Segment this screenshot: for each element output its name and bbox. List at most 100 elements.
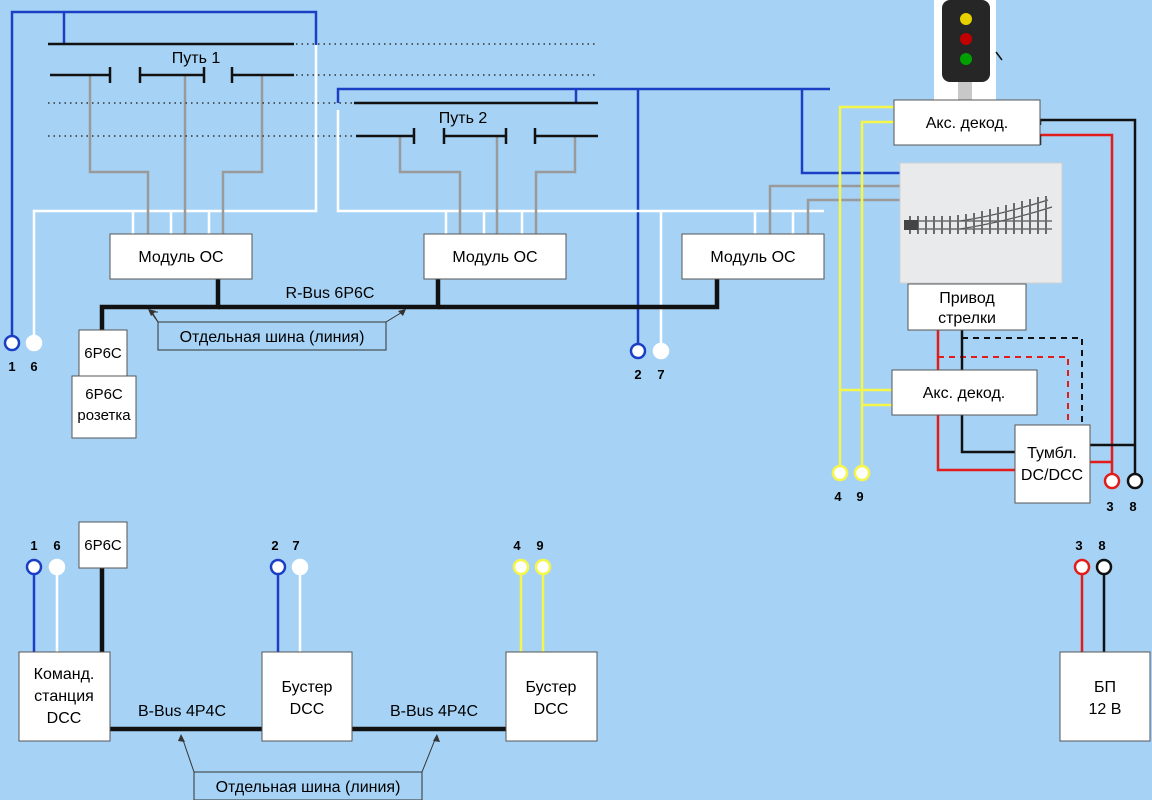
terminal-label: 2 — [271, 538, 278, 553]
terminal-label: 6 — [30, 359, 37, 374]
grey-wire — [534, 136, 577, 234]
module-oc-label: Модуль ОС — [138, 249, 223, 266]
blue-wire-track2 — [336, 87, 830, 103]
booster-line1: Бустер — [526, 679, 577, 696]
terminal-labels-top: 1 6 2 7 4 9 3 8 — [8, 359, 1136, 514]
separate-bus-box — [193, 771, 423, 800]
command-station: Команд. станция DCC — [18, 651, 111, 742]
jack-label: 6P6C — [84, 537, 122, 554]
terminal-8-bottom — [1095, 558, 1113, 576]
terminal-label: 9 — [856, 489, 863, 504]
terminal-4-top — [831, 464, 849, 482]
module-oc-2: Модуль ОС — [423, 233, 567, 280]
booster-1: Бустер DCC — [261, 651, 353, 742]
toggle-line1: Тумбл. — [1027, 445, 1077, 462]
power-supply-line2: 12 В — [1089, 701, 1122, 718]
bbus — [99, 567, 506, 732]
jack-label: 6P6C — [84, 345, 122, 362]
terminal-1-top — [3, 334, 21, 352]
blue-wires — [10, 10, 900, 652]
terminals-bottom — [25, 558, 1113, 576]
terminal-8-top — [1126, 472, 1144, 490]
grey-wire — [398, 136, 462, 234]
rbus-label: R-Bus 6P6C — [286, 285, 375, 302]
bbus-label-1: B-Bus 4P4C — [138, 703, 226, 720]
terminal-label: 8 — [1129, 499, 1136, 514]
terminal-7-bottom — [291, 558, 309, 576]
signal-pole — [958, 80, 972, 102]
terminal-label: 9 — [536, 538, 543, 553]
black-dashed-wires — [962, 337, 1083, 425]
acc-decoder-bottom: Акс. декод. — [891, 369, 1038, 416]
bbus-label-2: B-Bus 4P4C — [390, 703, 478, 720]
toggle-line2: DC/DCC — [1021, 467, 1083, 484]
terminal-2-bottom — [269, 558, 287, 576]
track1-label: Путь 1 — [172, 50, 221, 67]
booster-line2: DCC — [534, 701, 569, 718]
terminal-3-top — [1103, 472, 1121, 490]
toggle-dc-dcc: Тумбл. DC/DCC — [1014, 424, 1091, 504]
black-wire — [1040, 118, 1137, 473]
terminal-label: 3 — [1075, 538, 1082, 553]
blue-wire-turnout — [800, 89, 900, 175]
grey-wire — [221, 75, 264, 234]
socket-label-line2: розетка — [77, 407, 131, 424]
module-oc-label: Модуль ОС — [452, 249, 537, 266]
terminal-label: 4 — [834, 489, 842, 504]
callout-arrow — [433, 734, 440, 742]
power-supply-line1: БП — [1094, 679, 1116, 696]
command-station-line1: Команд. — [34, 666, 95, 683]
terminal-3-bottom — [1073, 558, 1091, 576]
socket-6p6c: 6P6C розетка — [71, 375, 137, 439]
terminal-label: 1 — [8, 359, 15, 374]
switch-drive-line2: стрелки — [938, 310, 996, 327]
callout-arrow — [398, 309, 406, 316]
terminal-9-bottom — [534, 558, 552, 576]
terminal-9-top — [853, 464, 871, 482]
white-wire-mid — [336, 110, 824, 213]
grey-wire — [768, 184, 900, 234]
terminal-labels-bottom: 1 6 2 7 4 9 3 8 — [30, 538, 1105, 553]
command-station-line2: станция — [34, 688, 94, 705]
terminal-label: 7 — [657, 367, 664, 382]
turnout-image — [899, 162, 1063, 284]
yellow-wires — [519, 105, 894, 652]
module-oc-1: Модуль ОС — [109, 233, 253, 280]
terminal-2-top — [629, 342, 647, 360]
separate-bus-label: Отдельная шина (линия) — [180, 329, 365, 346]
rbus-line — [99, 279, 221, 330]
terminal-4-bottom — [512, 558, 530, 576]
callout-line — [421, 736, 437, 773]
acc-decoder-label: Акс. декод. — [926, 115, 1008, 132]
switch-drive: Привод стрелки — [907, 283, 1027, 331]
switch-drive-line1: Привод — [939, 290, 995, 307]
grey-wire — [88, 75, 150, 234]
grey-wires — [88, 75, 900, 234]
yellow-wire — [860, 120, 894, 465]
acc-decoder-label: Акс. декод. — [923, 385, 1005, 402]
terminal-label: 2 — [634, 367, 641, 382]
terminal-label: 7 — [292, 538, 299, 553]
black-dashed-wire — [962, 337, 1083, 425]
terminals-top — [3, 334, 1144, 490]
turnout-motor-stub — [904, 220, 918, 230]
rbus — [99, 279, 720, 330]
module-oc-label: Модуль ОС — [710, 249, 795, 266]
socket-label-line1: 6P6C — [85, 386, 123, 403]
command-station-line3: DCC — [47, 710, 82, 727]
signal-green-lamp — [960, 53, 972, 65]
booster-line1: Бустер — [282, 679, 333, 696]
blue-wire-track1 — [10, 10, 318, 336]
terminal-6-bottom — [48, 558, 66, 576]
module-oc-3: Модуль ОС — [681, 233, 825, 280]
terminal-label: 4 — [513, 538, 521, 553]
rbus-line — [438, 279, 720, 310]
separate-bus-callout-top: Отдельная шина (линия) — [148, 309, 406, 351]
terminal-label: 8 — [1098, 538, 1105, 553]
terminal-label: 6 — [53, 538, 60, 553]
terminal-6-top — [25, 334, 43, 352]
signal — [934, 0, 1003, 102]
separate-bus-callout-bottom: Отдельная шина (линия) — [178, 734, 440, 800]
track2-label: Путь 2 — [439, 110, 488, 127]
